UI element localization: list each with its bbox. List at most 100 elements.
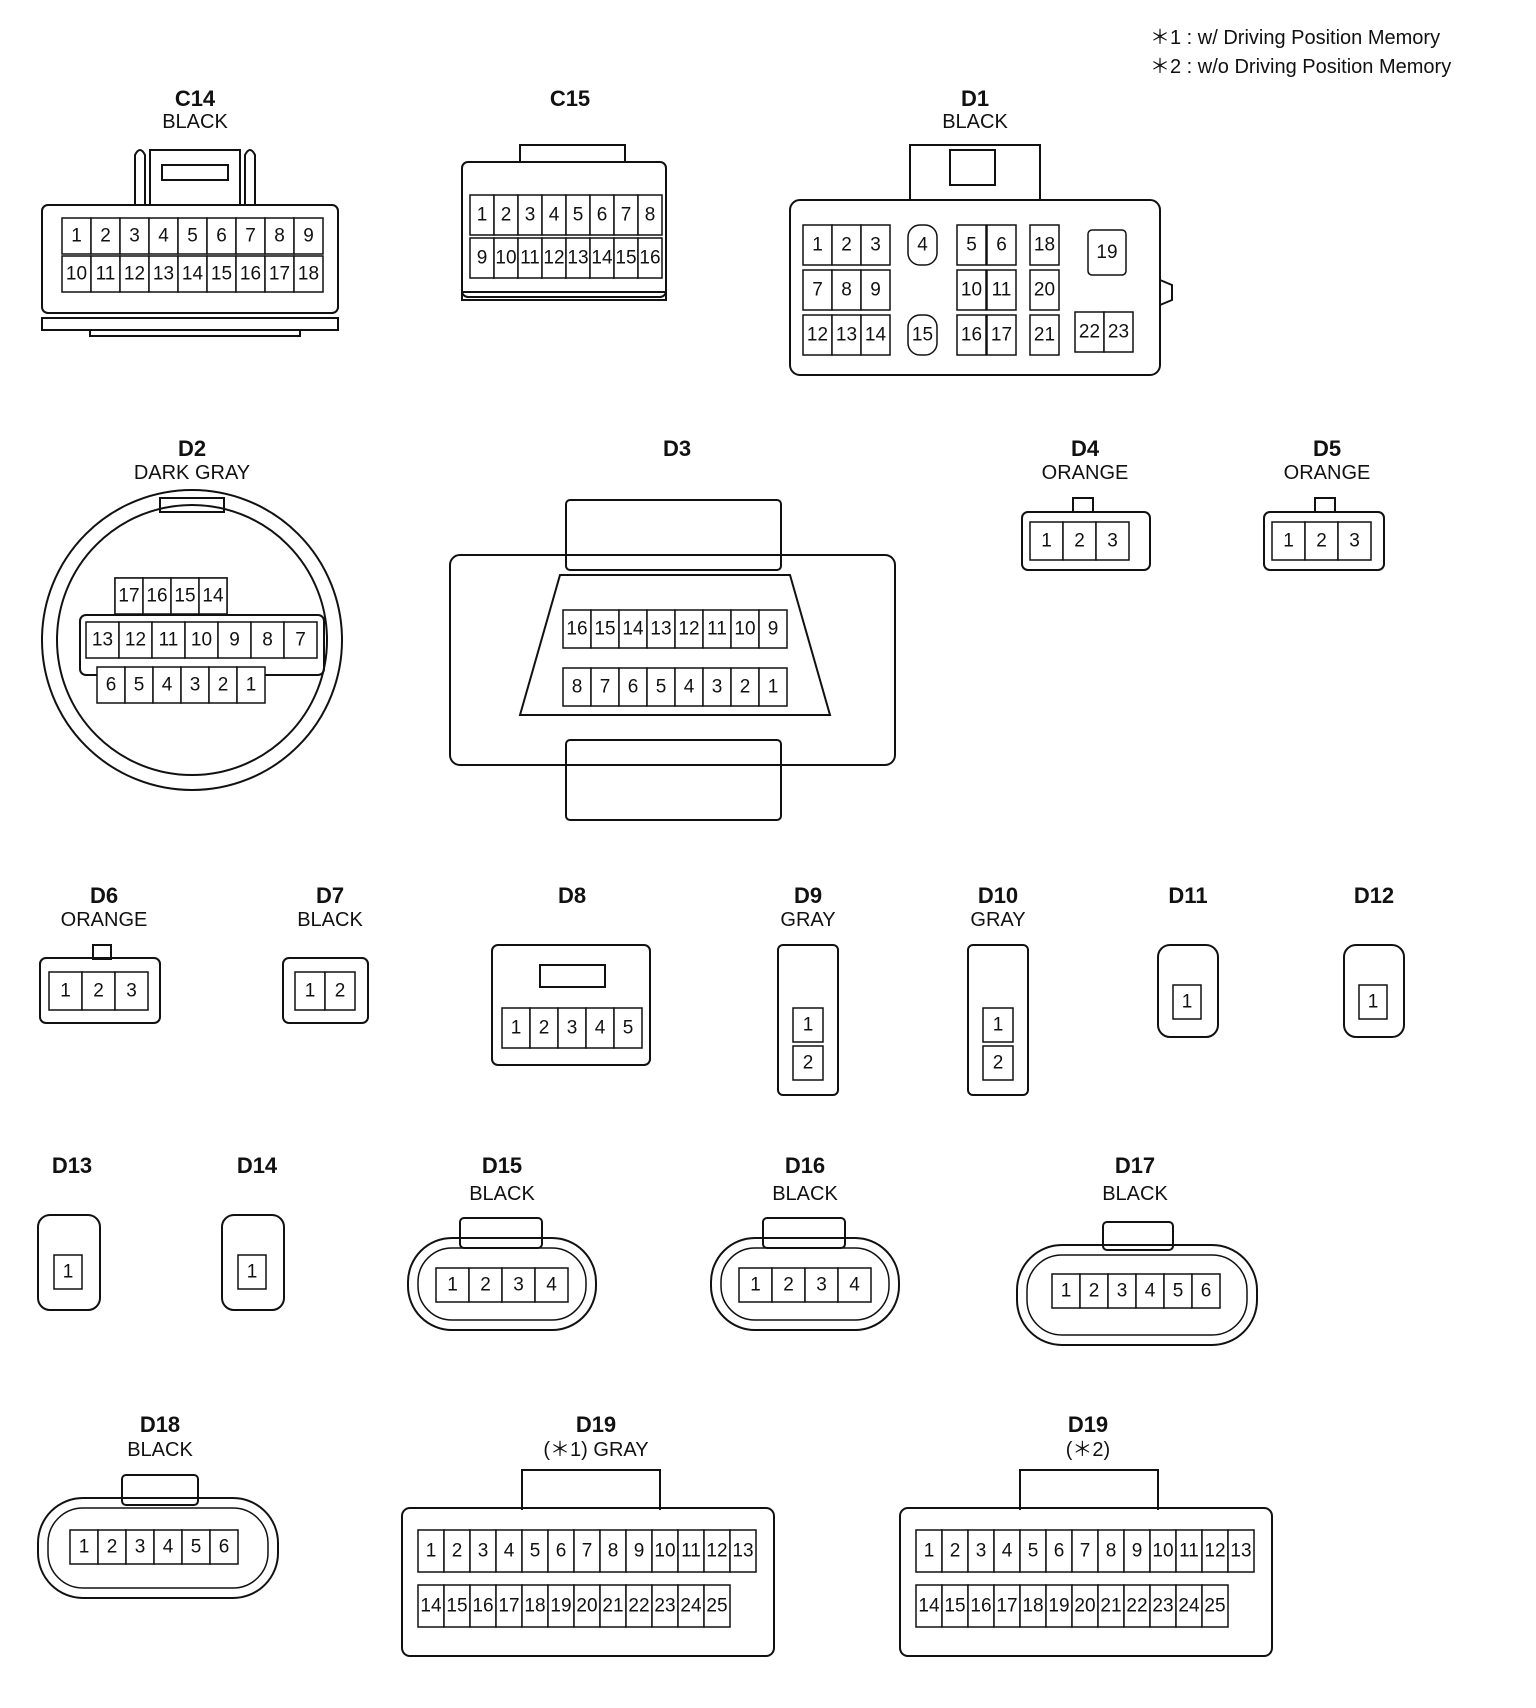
pin-box	[792, 1007, 824, 1043]
pin-cell: 11	[677, 1529, 705, 1573]
pin-box	[90, 255, 121, 293]
pin-number: 23	[1152, 1596, 1173, 1617]
pin-cell: 6	[618, 667, 648, 707]
pin-number: 6	[1201, 1281, 1212, 1302]
pin-cell: 5	[181, 1529, 211, 1565]
pin-box	[61, 217, 92, 255]
pin-number: 15	[446, 1596, 467, 1617]
pin-number: 6	[996, 235, 1007, 256]
pin-number: 16	[970, 1596, 991, 1617]
pin-cell: 21	[599, 1584, 627, 1628]
pin-number: 18	[1022, 1596, 1043, 1617]
note-1: ＊1 : w/ Driving Position Memory	[1150, 27, 1440, 49]
pin-cell: 23	[651, 1584, 679, 1628]
pin-number: 2	[841, 235, 852, 256]
pin-grid: 12	[792, 1007, 824, 1081]
pin-box	[562, 667, 592, 707]
pin-number: 1	[993, 1015, 1004, 1036]
pin-cell: 8	[562, 667, 592, 707]
pin-cell: 19	[1087, 229, 1127, 276]
pin-cell: 3	[804, 1267, 839, 1303]
pin-box	[1227, 1529, 1255, 1573]
housing-base	[461, 291, 667, 301]
pin-box	[1191, 1273, 1221, 1309]
pin-cell: 9	[469, 237, 495, 279]
pin-number: 2	[218, 675, 229, 696]
connector-id: D9	[794, 883, 822, 908]
pin-box	[802, 269, 833, 311]
pin-number: 4	[163, 1537, 174, 1558]
pin-box	[915, 1584, 943, 1628]
connector-id: D10	[978, 883, 1018, 908]
pin-number: 25	[706, 1596, 727, 1617]
pin-cell: 14	[198, 577, 228, 615]
lower-latch-block	[565, 739, 782, 821]
connector-id: D3	[663, 436, 691, 461]
pin-box	[468, 1267, 503, 1303]
pin-cell: 2	[1062, 521, 1097, 561]
connector-color: BLACK	[942, 111, 1008, 133]
pin-number: 3	[712, 677, 723, 698]
pin-cell: 1	[1051, 1273, 1081, 1309]
housing	[37, 1214, 101, 1311]
pin-number: 11	[159, 630, 179, 651]
pin-number: 4	[158, 226, 169, 247]
pin-number: 22	[1126, 1596, 1147, 1617]
pin-cell: 2	[982, 1045, 1014, 1081]
pin-number: 2	[803, 1053, 814, 1074]
pin-box	[264, 255, 295, 293]
pin-cell: 2	[324, 971, 356, 1011]
pin-number: 7	[812, 280, 823, 301]
pin-number: 10	[961, 280, 982, 301]
pin-box	[565, 194, 591, 236]
pin-cell: 5	[565, 194, 591, 236]
pin-grid: 12	[982, 1007, 1014, 1081]
pin-number: 7	[600, 677, 611, 698]
pin-number: 12	[543, 248, 564, 269]
pin-cell: 16	[469, 1584, 497, 1628]
pin-cell: 10	[493, 237, 519, 279]
pin-cell: 4	[153, 1529, 183, 1565]
pin-cell: 4	[495, 1529, 523, 1573]
pin-cell: 3	[1337, 521, 1372, 561]
pin-cell: 7	[802, 269, 833, 311]
pin-cell: 4	[585, 1007, 615, 1049]
pin-cell: 2	[771, 1267, 806, 1303]
pin-number: 4	[849, 1275, 860, 1296]
connector-id: D14	[237, 1153, 278, 1178]
pin-cell: 16	[142, 577, 172, 615]
pin-box	[967, 1584, 995, 1628]
pin-number: 8	[608, 1541, 619, 1562]
pin-cell: 1	[417, 1529, 445, 1573]
pin-number: 5	[573, 205, 584, 226]
pin-cell: 14	[589, 237, 615, 279]
pin-box	[493, 194, 519, 236]
pin-number: 6	[106, 675, 117, 696]
pin-box	[1163, 1273, 1193, 1309]
pin-number: 1	[246, 675, 257, 696]
housing	[710, 1237, 900, 1331]
pin-number: 9	[477, 248, 488, 269]
housing	[1016, 1244, 1258, 1346]
pin-cell: 7	[573, 1529, 601, 1573]
pin-number: 20	[1034, 280, 1055, 301]
pin-cell: 15	[443, 1584, 471, 1628]
pin-number: 14	[182, 264, 204, 285]
pin-number: 24	[1178, 1596, 1200, 1617]
pin-number: 5	[656, 677, 667, 698]
pin-number: 1	[305, 981, 316, 1002]
pin-cell: 13	[1227, 1529, 1255, 1573]
housing-inner	[720, 1247, 890, 1321]
pin-number: 15	[594, 619, 615, 640]
pin-number: 14	[202, 586, 224, 607]
pin-number: 23	[1108, 322, 1129, 343]
